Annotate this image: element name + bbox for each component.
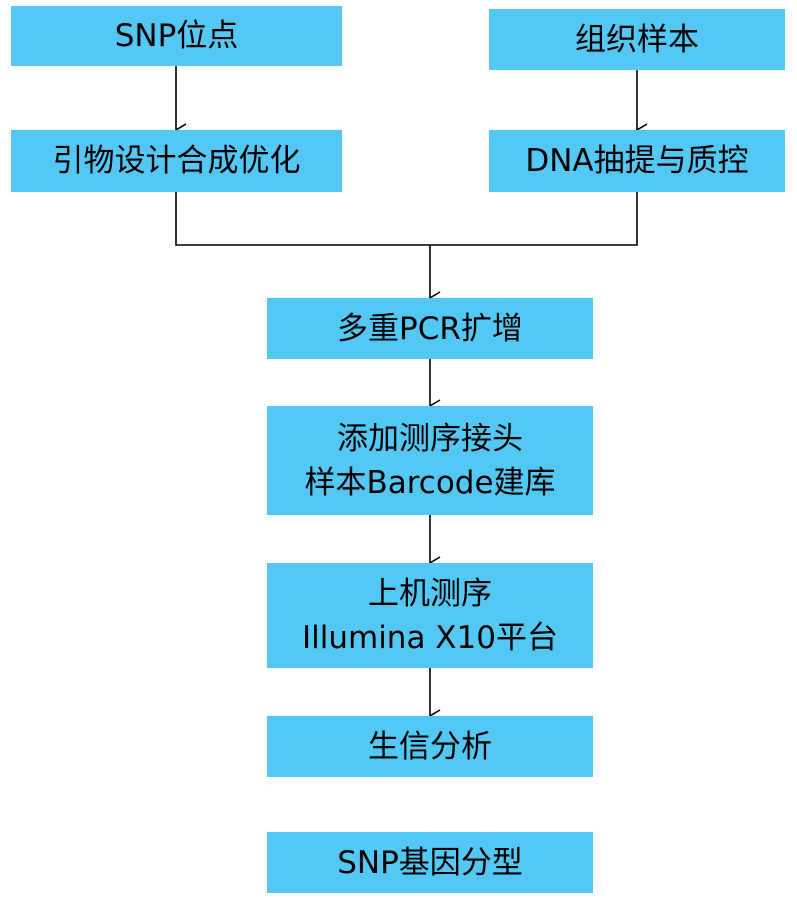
node-library-prep-line1: 添加测序接头 — [337, 420, 523, 457]
node-tissue-sample-label: 组织样本 — [575, 21, 699, 58]
node-library-prep: 添加测序接头 样本Barcode建库 — [267, 406, 593, 515]
node-primer-design: 引物设计合成优化 — [11, 130, 342, 192]
node-tissue-sample: 组织样本 — [489, 9, 785, 70]
node-genotyping-label: SNP基因分型 — [337, 844, 523, 881]
node-multiplex-pcr-label: 多重PCR扩增 — [337, 310, 523, 347]
node-library-prep-line2: 样本Barcode建库 — [304, 464, 556, 501]
node-genotyping: SNP基因分型 — [267, 832, 593, 893]
node-snp-sites-label: SNP位点 — [114, 18, 239, 54]
node-bioinformatics-label: 生信分析 — [368, 728, 492, 765]
node-primer-design-label: 引物设计合成优化 — [52, 143, 301, 179]
node-sequencing-line2: Illumina X10平台 — [301, 619, 558, 656]
merge-connector — [175, 192, 638, 246]
node-dna-extraction: DNA抽提与质控 — [489, 130, 785, 192]
node-sequencing-line1: 上机测序 — [368, 575, 492, 612]
node-multiplex-pcr: 多重PCR扩增 — [267, 298, 593, 359]
node-sequencing: 上机测序 Illumina X10平台 — [267, 563, 593, 668]
node-dna-extraction-label: DNA抽提与质控 — [525, 143, 749, 179]
node-bioinformatics: 生信分析 — [267, 716, 593, 777]
node-snp-sites: SNP位点 — [11, 6, 342, 66]
